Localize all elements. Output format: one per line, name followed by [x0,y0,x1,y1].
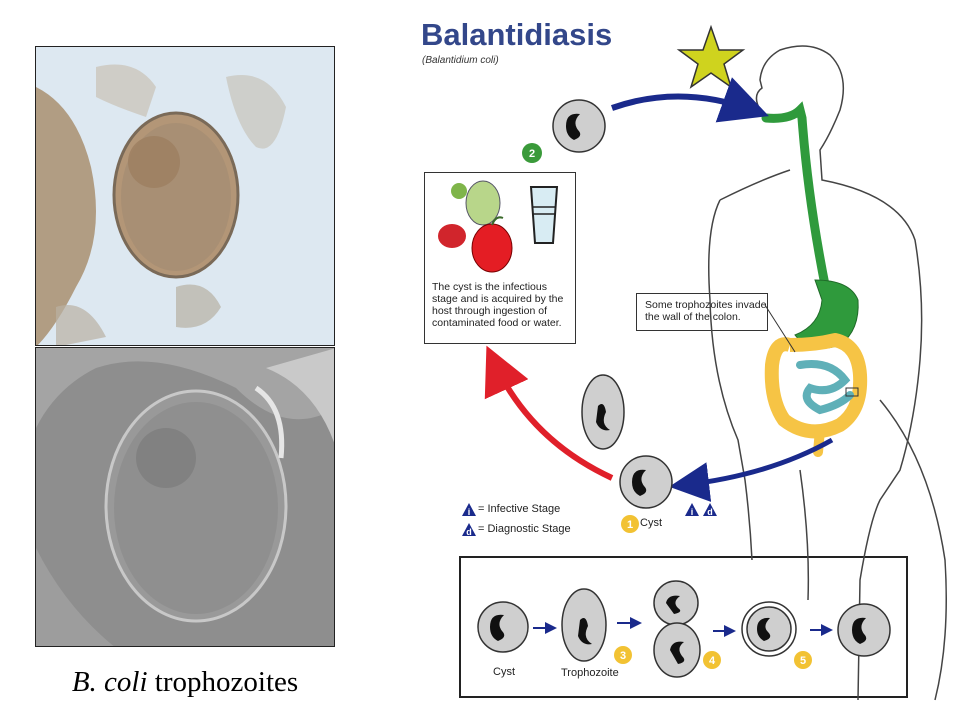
star-icon [676,24,746,89]
invasion-note-box [636,293,768,331]
diagram-subtitle: (Balantidium coli) [422,55,499,66]
stage-number-3 [614,646,632,664]
legend-infective-label: = Infective Stage [478,503,561,515]
ingestion-note: The cyst is the infectious stage and is … [432,281,564,329]
infective-stage-marker [685,503,699,516]
bottom-mature-cyst [837,603,891,657]
esophagus [761,101,831,295]
caption-species: B. coli [71,666,148,698]
arrow-cyst-to-environment [484,345,614,481]
stage-number-1 [621,515,639,533]
diagnostic-stage-marker [703,503,717,516]
arrow-to-mouth [611,77,769,123]
stage-number-2-text: 2 [529,148,535,160]
stage-number-4 [703,651,721,669]
bottom-lifecycle-panel [459,556,908,698]
invasion-note: Some trophozoites invade the wall of the… [645,299,767,323]
stage-number-4-text: 4 [709,655,716,667]
legend-infective-icon [462,503,476,516]
figure-caption: B. coli trophozoites [0,666,370,699]
photomicrograph-trophozoite-dic [35,347,335,647]
human-body-outline [708,45,923,701]
infective-marker-text: i [691,507,694,517]
trophozoite-in-stool [581,374,625,450]
stage1-cyst-label: Cyst [640,517,662,529]
legend-diagnostic-icon [462,523,476,536]
encysting-trophozoite [741,601,797,657]
stage-number-1-text: 1 [627,519,633,531]
small-intestine [796,360,854,415]
diagram-title: Balantidiasis [421,17,613,52]
stage-number-5 [794,651,812,669]
bottom-trophozoite-label: Trophozoite [561,667,619,679]
stage-number-2 [522,143,542,163]
caption-text: trophozoites [147,666,299,698]
cyst-stage2 [552,99,606,153]
legend-diagnostic-label: = Diagnostic Stage [478,523,571,535]
binary-fission-cells [653,580,701,678]
diagnostic-marker-text: d [707,507,713,517]
bottom-cyst-label: Cyst [493,666,515,678]
colon [764,333,868,439]
stage-number-5-text: 5 [800,655,806,667]
water-glass-icon [529,186,559,244]
legend-diagnostic-symbol: d [466,527,472,537]
bottom-cyst [477,601,529,653]
cyst-stage1 [619,455,673,509]
legend-infective-symbol: i [468,507,471,517]
fruit-icon [438,180,513,273]
photomicrograph-trophozoite-brightfield [35,46,335,346]
stage-number-3-text: 3 [620,650,626,662]
arrow-from-colon [669,437,834,502]
bottom-trophozoite [561,588,607,662]
